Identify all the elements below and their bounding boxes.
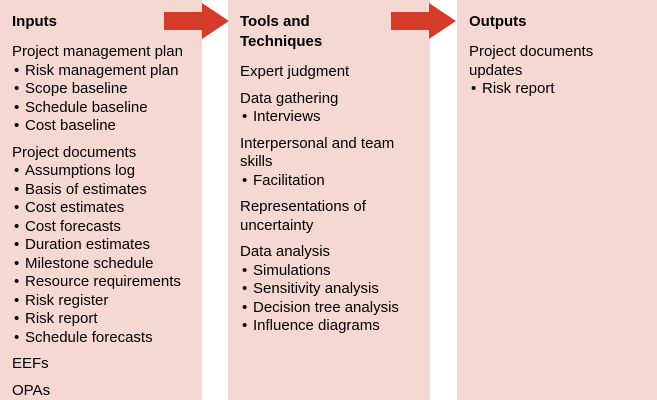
inputs-heading: Inputs bbox=[12, 13, 57, 30]
outputs-heading: Outputs bbox=[469, 13, 527, 30]
group-label: Data analysis bbox=[240, 243, 331, 260]
outputs-list: Project documents updatesRisk report bbox=[469, 43, 624, 99]
item-group: Interpersonal and team skillsFacilitatio… bbox=[240, 135, 422, 191]
group-label: Representations of uncertainty bbox=[240, 198, 366, 234]
bullet-item: Interviews bbox=[240, 108, 422, 127]
item-group: Project documents updatesRisk report bbox=[469, 43, 624, 99]
inputs-list: Project management planRisk management p… bbox=[12, 43, 194, 400]
bullet-item: Risk report bbox=[12, 310, 194, 329]
bullet-item: Risk report bbox=[469, 80, 624, 99]
group-label: Project management plan bbox=[12, 43, 183, 60]
bullet-item: Risk register bbox=[12, 292, 194, 311]
bullet-item: Duration estimates bbox=[12, 236, 194, 255]
group-label: Interpersonal and team skills bbox=[240, 134, 395, 171]
bullet-item: Schedule baseline bbox=[12, 99, 194, 118]
bullet-item: Sensitivity analysis bbox=[240, 280, 422, 299]
group-label: Expert judgment bbox=[240, 63, 350, 80]
bullet-item: Cost forecasts bbox=[12, 218, 194, 237]
item-group: Project documentsAssumptions logBasis of… bbox=[12, 144, 194, 348]
bullet-item: Basis of estimates bbox=[12, 181, 194, 200]
item-group: OPAs bbox=[12, 382, 194, 400]
bullet-item: Milestone schedule bbox=[12, 255, 194, 274]
tools-and-techniques-heading: Tools and Techniques bbox=[240, 13, 323, 50]
bullet-item: Risk management plan bbox=[12, 62, 194, 81]
item-group: Data gatheringInterviews bbox=[240, 90, 422, 127]
arrow-right-icon bbox=[391, 3, 456, 39]
inputs-panel: Inputs Project management planRisk manag… bbox=[0, 0, 202, 400]
outputs-panel: Outputs Project documents updatesRisk re… bbox=[457, 0, 657, 400]
group-label: Project documents updates bbox=[469, 43, 594, 79]
bullet-item: Cost estimates bbox=[12, 199, 194, 218]
bullet-item: Influence diagrams bbox=[240, 317, 422, 336]
bullet-item: Facilitation bbox=[240, 172, 422, 191]
item-group: Project management planRisk management p… bbox=[12, 43, 194, 136]
bullet-item: Schedule forecasts bbox=[12, 329, 194, 348]
bullet-item: Scope baseline bbox=[12, 80, 194, 99]
group-label: OPAs bbox=[12, 381, 51, 399]
group-label: Data gathering bbox=[240, 89, 339, 107]
arrow-right-icon bbox=[164, 3, 229, 39]
item-group: Representations of uncertainty bbox=[240, 198, 422, 235]
group-label: EEFs bbox=[12, 355, 49, 372]
bullet-item: Decision tree analysis bbox=[240, 299, 422, 318]
item-group: EEFs bbox=[12, 355, 194, 374]
bullet-item: Assumptions log bbox=[12, 162, 194, 181]
item-group: Expert judgment bbox=[240, 63, 422, 82]
bullet-item: Simulations bbox=[240, 262, 422, 281]
bullet-item: Cost baseline bbox=[12, 117, 194, 136]
bullet-item: Resource requirements bbox=[12, 273, 194, 292]
group-label: Project documents bbox=[12, 143, 137, 161]
item-group: Data analysisSimulationsSensitivity anal… bbox=[240, 243, 422, 336]
